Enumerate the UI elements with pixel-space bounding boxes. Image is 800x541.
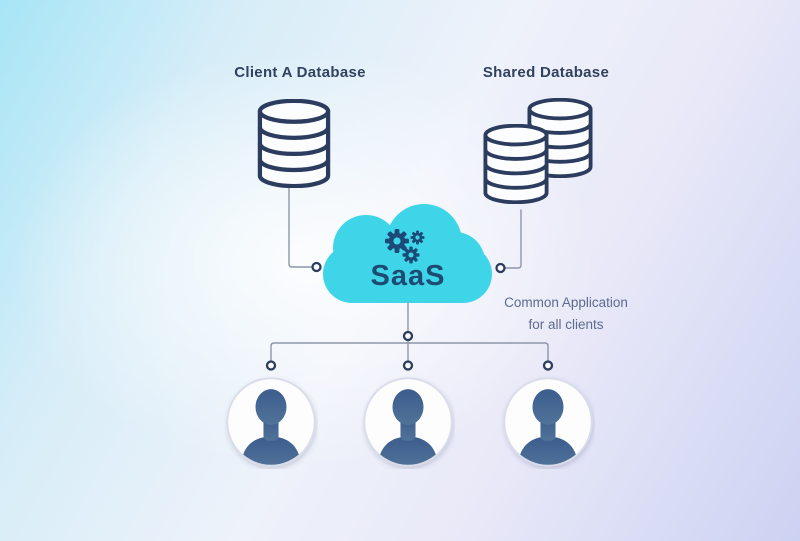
connector-clientdb-to-cloud [288, 187, 313, 268]
user-avatar-icon [227, 378, 314, 469]
node-ring-client-left [265, 360, 277, 371]
connector-lines [270, 187, 549, 362]
shared-database-label: Shared Database [482, 64, 610, 81]
saas-cloud-label: SaaS [370, 260, 446, 292]
database-front-icon [483, 124, 549, 204]
caption-line-2: for all clients [528, 317, 604, 332]
user-avatar-icon [364, 378, 451, 469]
common-application-caption: Common Application for all clients [461, 292, 671, 336]
node-ring-client-center [402, 360, 414, 371]
gear-small-icon [410, 230, 425, 245]
database-stack-icon [483, 98, 593, 204]
user-avatar-icon [504, 378, 591, 469]
node-ring-client-right [542, 360, 554, 371]
saas-cloud-shape [323, 204, 492, 303]
database-icon [260, 101, 328, 186]
client-avatars [227, 378, 591, 469]
connector-shareddb-to-cloud [504, 209, 522, 269]
caption-line-1: Common Application [504, 295, 628, 310]
connector-client-bus [270, 342, 549, 362]
client-a-database-label: Client A Database [234, 64, 366, 81]
node-ring-junction [402, 330, 414, 342]
